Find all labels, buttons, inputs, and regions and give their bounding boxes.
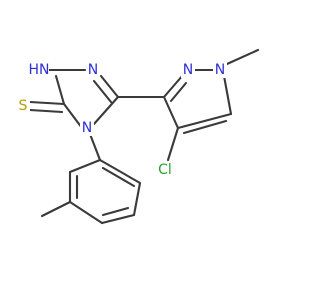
bond-n1p-methyl [225,48,260,66]
bond-n1p-c5p [222,74,233,116]
bond-ph-1-double [101,166,136,188]
bond-ph-1 [98,158,142,185]
bond-c4p-cl [166,126,180,162]
bond-n4-c5 [62,102,84,130]
atom-n1p-label: N [215,62,225,78]
atom-n2-label: N [88,62,98,78]
atom-cl-label: Cl [158,162,172,178]
bond-c5p-c4p [176,112,233,130]
atom-layer: HN N S N N N Cl [16,62,227,178]
atom-n1p: N [213,62,227,78]
bond-n4-phenyl [88,132,102,162]
atom-n2p-label: N [183,62,193,78]
bond-n2-c3 [99,74,120,99]
bond-ph-6 [68,158,102,174]
bond-ph-3 [100,213,136,225]
atom-n4: N [80,120,94,136]
atom-s-label: S [19,98,28,114]
molecule-structure: HN N S N N N Cl [16,48,260,225]
bond-c5-nh [54,74,66,106]
atom-cl: Cl [155,162,175,178]
bond-ph-4 [68,200,104,225]
bond-ph-3-double [101,206,130,217]
atom-n2: N [86,62,100,78]
atom-n2p: N [181,62,195,78]
bond-c3-n4 [92,95,120,126]
atom-s: S [16,98,30,114]
bond-c5-s-double [28,108,64,114]
atom-nh: HN [29,62,50,78]
bond-c3p-n2p-double [169,81,188,103]
bond-c5-s [28,100,66,106]
bond-n2-c3-double [92,79,113,104]
bond-c4p-c3p [162,95,180,130]
bond-ph-2 [132,181,142,217]
atom-nh-label: HN [29,62,50,78]
bond-layer [28,48,260,225]
atom-n4-label: N [82,120,92,136]
bond-ph-methyl [40,200,72,218]
bond-c3p-n2p [162,73,185,99]
bond-c5p-c4p-double [182,119,228,135]
